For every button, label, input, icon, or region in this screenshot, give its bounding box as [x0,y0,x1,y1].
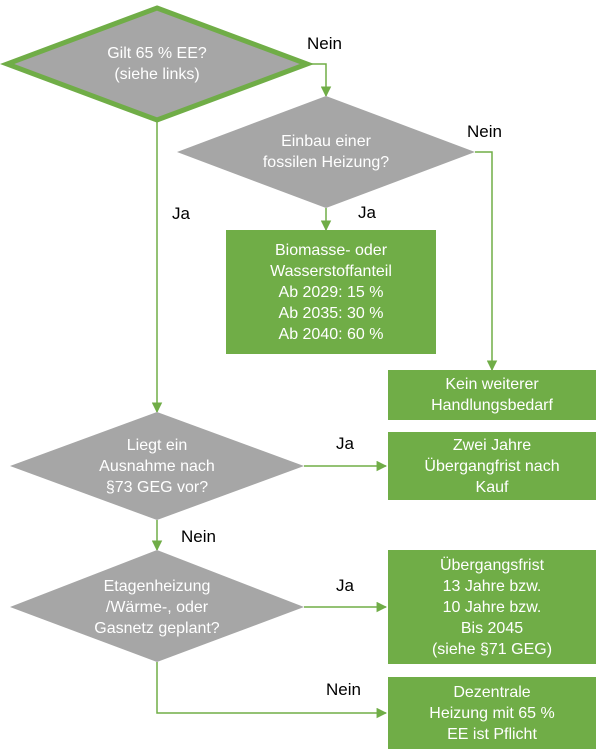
node-text-line: Einbau einer [281,133,371,150]
node-text-line: Handlungsbedarf [431,397,553,414]
node-text-line: (siehe links) [114,66,200,83]
decision-ausnahme-73 [10,412,304,520]
decision-gilt-65-ee-text: Gilt 65 % EE? (siehe links) [57,40,257,88]
node-text-line: §73 GEG vor? [105,478,209,496]
decision-einbau-fossil [177,96,475,208]
edge-label-d3-nein: Nein [181,527,216,546]
node-text-line: Bis 2045 [460,619,524,637]
node-text-line: Ab 2029: 15 % [278,283,384,301]
node-text-line: fossilen Heizung? [262,154,390,171]
edge-label-d4-nein: Nein [326,680,361,699]
node-text-line: /Wärme-, oder [105,598,209,616]
decision-gilt-65-ee [0,5,315,123]
edge-label-d1-ja: Ja [172,204,190,223]
node-text-line: Gilt 65 % EE? [107,45,207,62]
edge-label-d2-ja: Ja [358,203,376,222]
node-text-line: Kein weiterer [445,376,539,393]
node-text-line: Ausnahme nach [99,457,215,475]
node-text-line: Ab 2035: 30 % [278,304,384,322]
node-text-line: Gasnetz geplant? [94,619,220,637]
decision-einbau-fossil-text: Einbau einer fossilen Heizung? [226,130,426,174]
box-zwei-jahre [388,432,596,500]
node-text-line: Liegt ein [126,436,188,454]
box-uebergangsfrist-text: Übergangsfrist 13 Jahre bzw. 10 Jahre bzw.… [388,552,596,662]
edge-label-d1-nein: Nein [307,34,342,53]
node-text-line: 13 Jahre bzw. [442,577,542,595]
connector-d4-nein [156,662,388,719]
connector-d2-nein [475,151,498,372]
node-text-line: Übergangfrist nach [424,457,560,475]
box-kein-handlungsbedarf [388,370,596,420]
node-text-line: Kauf [475,478,509,496]
node-text-line: Biomasse- oder [274,241,388,259]
node-text-line: Zwei Jahre [452,436,532,454]
box-uebergangsfrist [388,550,596,664]
decision-etagenheizung [10,550,304,662]
node-text-line: Etagenheizung [103,577,211,595]
node-text-line: Wasserstoffanteil [270,262,392,280]
node-text-line: Dezentrale [453,683,531,701]
box-biomasse [226,230,436,354]
node-text-line: 10 Jahre bzw. [442,598,542,616]
connector-d1-nein [307,63,332,98]
edge-label-d3-ja: Ja [336,434,354,453]
edge-label-d4-ja: Ja [336,576,354,595]
box-dezentrale-heizung [388,677,596,749]
edge-label-d2-nein: Nein [467,122,502,141]
node-text-line: (siehe §71 GEG) [431,640,553,658]
node-text-line: Ab 2040: 60 % [278,325,384,343]
node-text-line: Heizung mit 65 % [429,704,555,722]
node-text-line: EE ist Pflicht [447,725,537,743]
node-text-line: Übergangsfrist [439,556,545,574]
